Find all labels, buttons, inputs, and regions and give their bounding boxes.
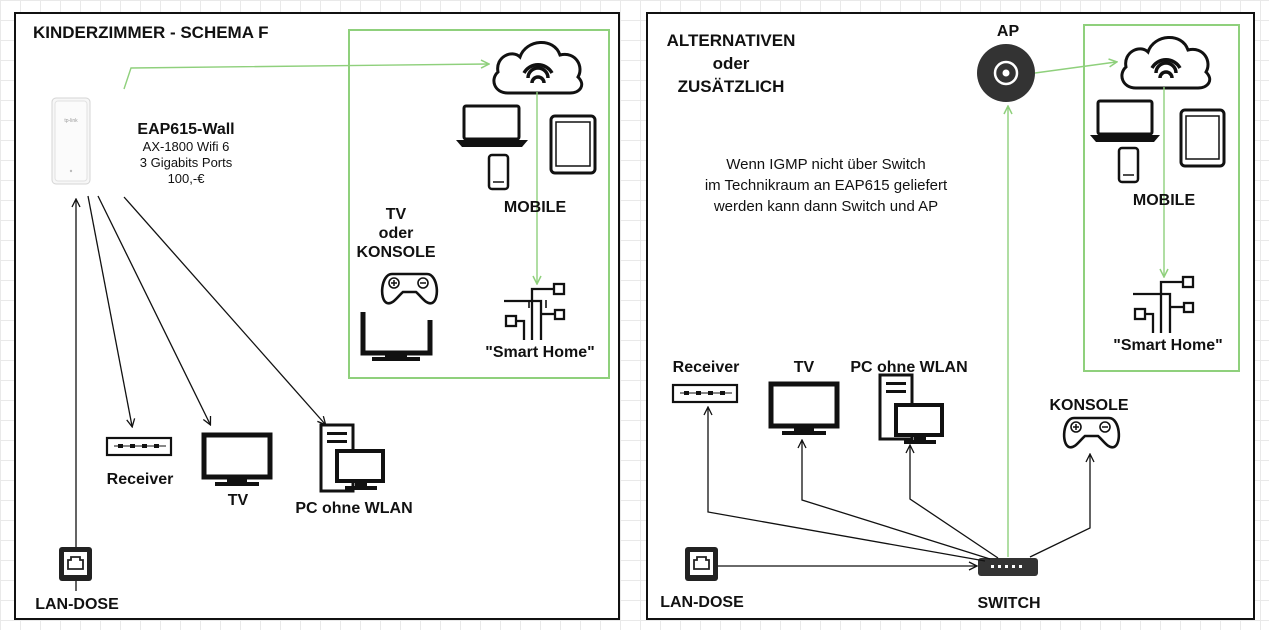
game-controller-icon [380, 272, 439, 305]
ap-to-receiver-link [87, 195, 132, 426]
tv-console-label-oder: oder [378, 225, 414, 242]
left-panel-title: KINDERZIMMER - SCHEMA F [33, 23, 269, 42]
laptop-icon [456, 104, 528, 147]
tv-icon [201, 432, 273, 486]
ap-to-wifi-link [123, 64, 488, 90]
switch-icon [978, 558, 1038, 576]
eap615-wall-device: tp-link [51, 97, 91, 185]
right-panel-title-2: oder [712, 54, 750, 73]
smart-home-label-right: "Smart Home" [1113, 337, 1223, 354]
wifi-cloud-icon [492, 41, 584, 95]
tv-console-label-tv: TV [385, 206, 407, 223]
pc-label: PC ohne WLAN [295, 500, 413, 517]
tv-icon-wifi-zone [360, 312, 433, 361]
switch-label: SWITCH [977, 595, 1041, 612]
switch-to-tv-link [802, 441, 991, 560]
ap-disk-icon [977, 44, 1035, 102]
smartphone-icon [487, 153, 510, 191]
switch-to-console-link [1029, 455, 1090, 558]
lan-dose-label: LAN-DOSE [35, 596, 119, 613]
pc-label-right: PC ohne WLAN [850, 359, 968, 376]
igmp-note-line-2: im Technikraum an EAP615 geliefert [704, 177, 948, 194]
right-panel-title-3: ZUSÄTZLICH [677, 77, 785, 96]
lan-socket-icon-right [685, 547, 718, 581]
ap-spec-ports: 3 Gigabits Ports [139, 155, 233, 170]
tv-label-right: TV [793, 359, 815, 376]
ap-to-pc-link [123, 196, 325, 424]
smart-home-icon-right [1133, 275, 1195, 333]
tablet-icon [549, 114, 597, 175]
ap-price: 100,-€ [167, 171, 205, 186]
receiver-icon-right [671, 383, 739, 404]
right-wifi-zone [1083, 24, 1240, 372]
wifi-cloud-icon-right [1120, 36, 1212, 90]
tablet-icon-right [1179, 108, 1226, 168]
igmp-note-line-3: werden kann dann Switch und AP [713, 198, 939, 215]
game-controller-icon-right [1062, 416, 1121, 449]
tv-console-label-konsole: KONSOLE [356, 244, 436, 261]
left-wifi-zone [348, 29, 610, 379]
smartphone-icon-right [1117, 146, 1140, 184]
console-label-right: KONSOLE [1049, 397, 1129, 414]
right-panel-title-1: ALTERNATIVEN [666, 31, 796, 50]
switch-to-pc-link [910, 446, 999, 559]
ap-to-wifi-link-right [1034, 62, 1116, 74]
lan-socket-icon [59, 547, 92, 581]
smart-home-label: "Smart Home" [485, 344, 595, 361]
mobile-label-right: MOBILE [1132, 192, 1196, 209]
ap-label: AP [996, 23, 1020, 40]
pc-icon [319, 423, 385, 493]
igmp-note-line-1: Wenn IGMP nicht über Switch [726, 156, 926, 173]
ap-spec-wifi: AX-1800 Wifi 6 [142, 139, 230, 154]
svg-text:tp-link: tp-link [64, 118, 78, 124]
lan-dose-label-right: LAN-DOSE [660, 594, 744, 611]
receiver-label-right: Receiver [672, 359, 740, 376]
pc-icon-right [878, 373, 944, 444]
switch-to-receiver-link [708, 408, 986, 562]
ap-to-tv-link [97, 195, 210, 424]
tv-label: TV [227, 492, 249, 509]
laptop-icon-right [1090, 99, 1160, 142]
ap-name-label: EAP615-Wall [137, 121, 235, 138]
receiver-label: Receiver [106, 471, 174, 488]
receiver-icon [105, 436, 173, 457]
smart-home-icon [504, 282, 566, 340]
mobile-label: MOBILE [503, 199, 567, 216]
tv-icon-right [768, 381, 840, 435]
